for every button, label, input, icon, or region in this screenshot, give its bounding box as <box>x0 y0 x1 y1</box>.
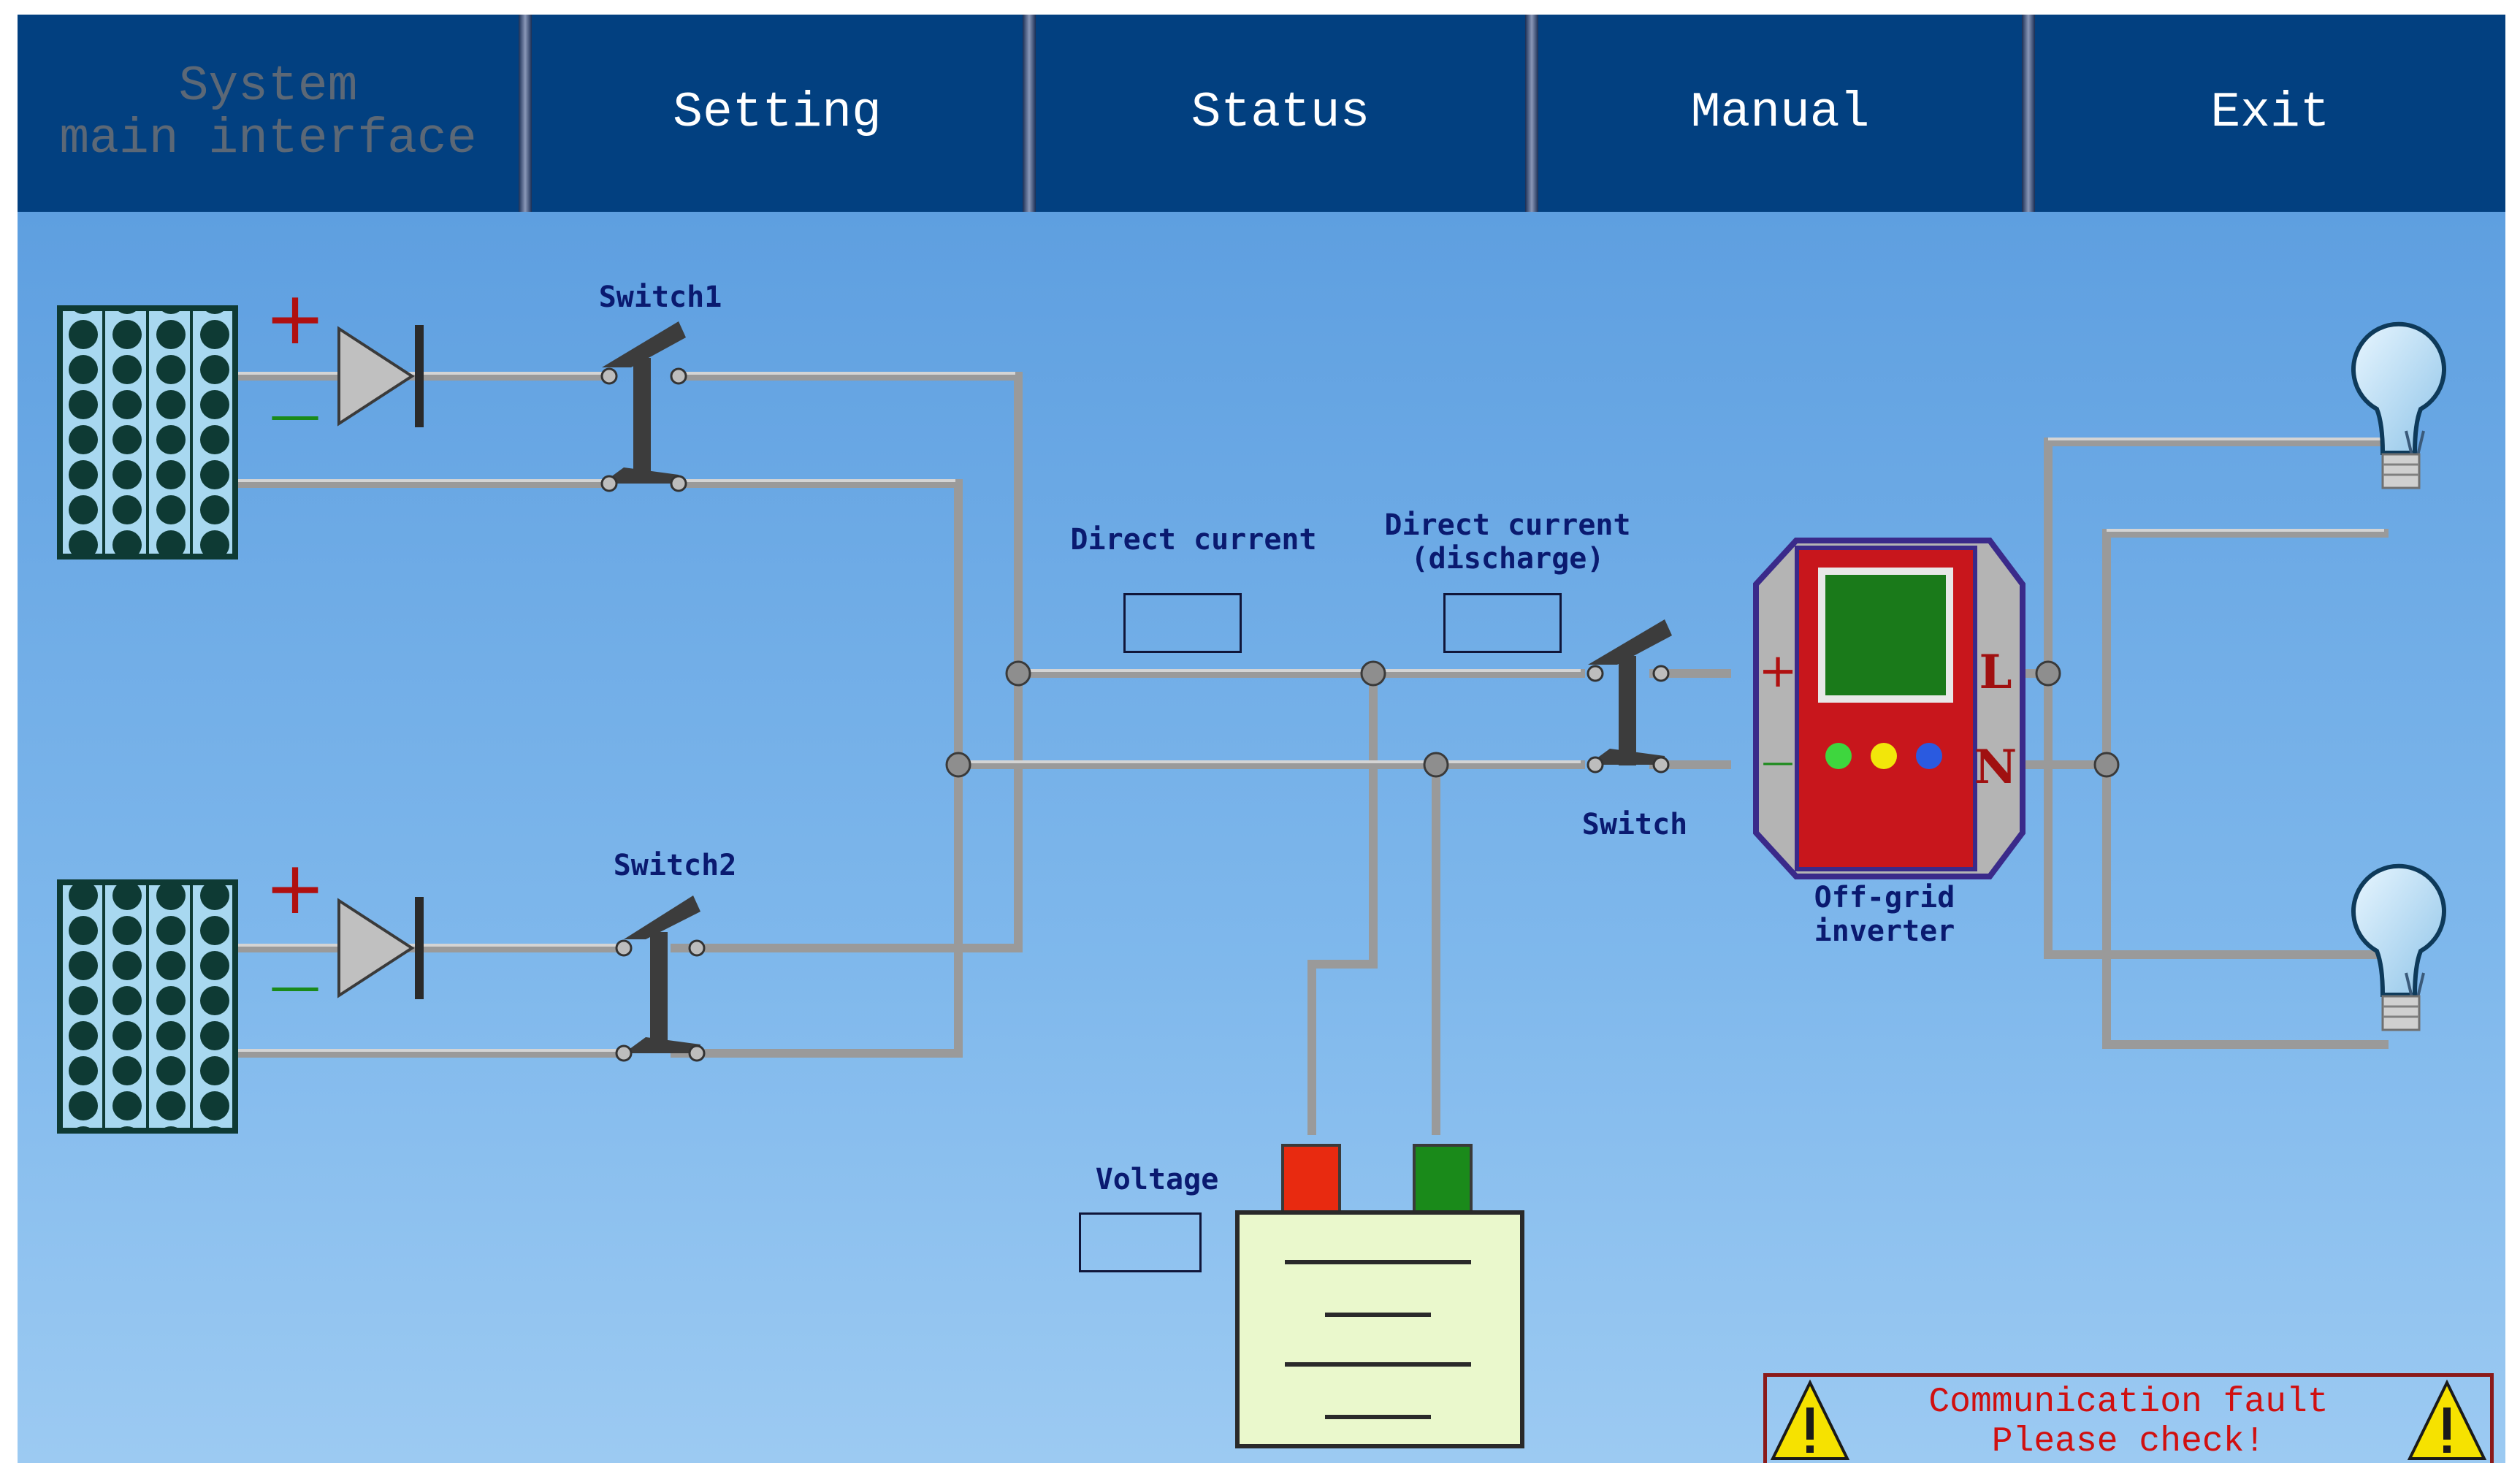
alarm-message-line2: Please check! <box>1991 1422 2266 1462</box>
direct-current-value-display <box>1123 593 1242 653</box>
tab-separator <box>1023 15 1036 212</box>
direct-current-discharge-label: Direct current <box>1384 508 1630 542</box>
status-led-green <box>1825 743 1852 769</box>
tab-setting[interactable]: Setting <box>532 15 1023 212</box>
battery-negative-terminal <box>1413 1144 1473 1218</box>
pv-system-schematic: + — Switch1 <box>57 275 2446 1448</box>
switch2[interactable]: Switch2 <box>614 849 737 1062</box>
tab-manual[interactable]: Manual <box>1538 15 2022 212</box>
inverter-label: inverter <box>1814 914 1955 948</box>
system-diagram-area: + — Switch1 <box>18 212 2505 1463</box>
status-led-yellow <box>1871 743 1897 769</box>
switch2-label: Switch2 <box>614 849 737 882</box>
plus-sign: + <box>264 275 326 361</box>
tab-label: System main interface <box>59 58 477 167</box>
hmi-window: System main interface Setting Status Man… <box>18 15 2505 1463</box>
wiring <box>231 372 2389 1135</box>
tab-label: Exit <box>2210 85 2330 141</box>
switch1-label: Switch1 <box>599 280 722 314</box>
switch-label: Switch <box>1582 808 1688 841</box>
light-bulb-icon <box>2351 863 2446 1031</box>
direct-current-discharge-value-display <box>1443 593 1562 653</box>
main-switch[interactable]: Switch <box>1582 619 1688 841</box>
inverter-line-label: L <box>1979 645 2012 700</box>
tab-separator <box>2022 15 2035 212</box>
inverter-neutral-label: N <box>1974 740 2017 795</box>
battery-positive-terminal <box>1281 1144 1341 1218</box>
plus-sign: + <box>264 845 326 931</box>
battery <box>1235 1144 1524 1448</box>
voltage-value-display <box>1079 1212 1202 1272</box>
off-grid-inverter[interactable]: + — L N <box>1753 538 2025 879</box>
junction-nodes <box>945 660 2120 778</box>
inverter-label: Off-grid <box>1814 881 1955 914</box>
tab-status[interactable]: Status <box>1036 15 1525 212</box>
tab-exit[interactable]: Exit <box>2035 15 2505 212</box>
light-bulb-icon <box>2351 321 2446 489</box>
switch-contact-points <box>615 939 706 1062</box>
minus-sign: — <box>270 385 321 445</box>
tab-label: Manual <box>1690 85 1870 141</box>
diode-icon <box>337 325 424 427</box>
switch-contact-points <box>1587 665 1670 774</box>
plus-sign: + <box>1758 644 1798 698</box>
tab-label: Status <box>1191 85 1370 141</box>
solar-panel-1: + — <box>57 275 326 559</box>
switch-contact-points <box>600 367 687 492</box>
minus-sign: — <box>1762 744 1794 781</box>
warning-icon <box>1770 1379 1850 1460</box>
minus-sign: — <box>270 956 321 1016</box>
alarm-message-line1: Communication fault <box>1928 1383 2329 1422</box>
tab-separator <box>519 15 532 212</box>
solar-panel-2: + — <box>57 845 326 1134</box>
switch1[interactable]: Switch1 <box>599 280 722 492</box>
direct-current-discharge-label: (discharge) <box>1411 542 1605 576</box>
tab-separator <box>1525 15 1538 212</box>
top-navigation: System main interface Setting Status Man… <box>18 15 2505 212</box>
diode-icon <box>337 897 424 999</box>
voltage-label: Voltage <box>1096 1163 1219 1196</box>
direct-current-label: Direct current <box>1070 523 1316 557</box>
status-led-blue <box>1916 743 1942 769</box>
tab-system-main-interface[interactable]: System main interface <box>18 15 519 212</box>
tab-label: Setting <box>673 85 882 141</box>
warning-icon <box>2407 1379 2487 1460</box>
wiring-highlights <box>235 372 2384 1052</box>
communication-fault-alarm: Communication fault Please check! <box>1763 1373 2494 1463</box>
